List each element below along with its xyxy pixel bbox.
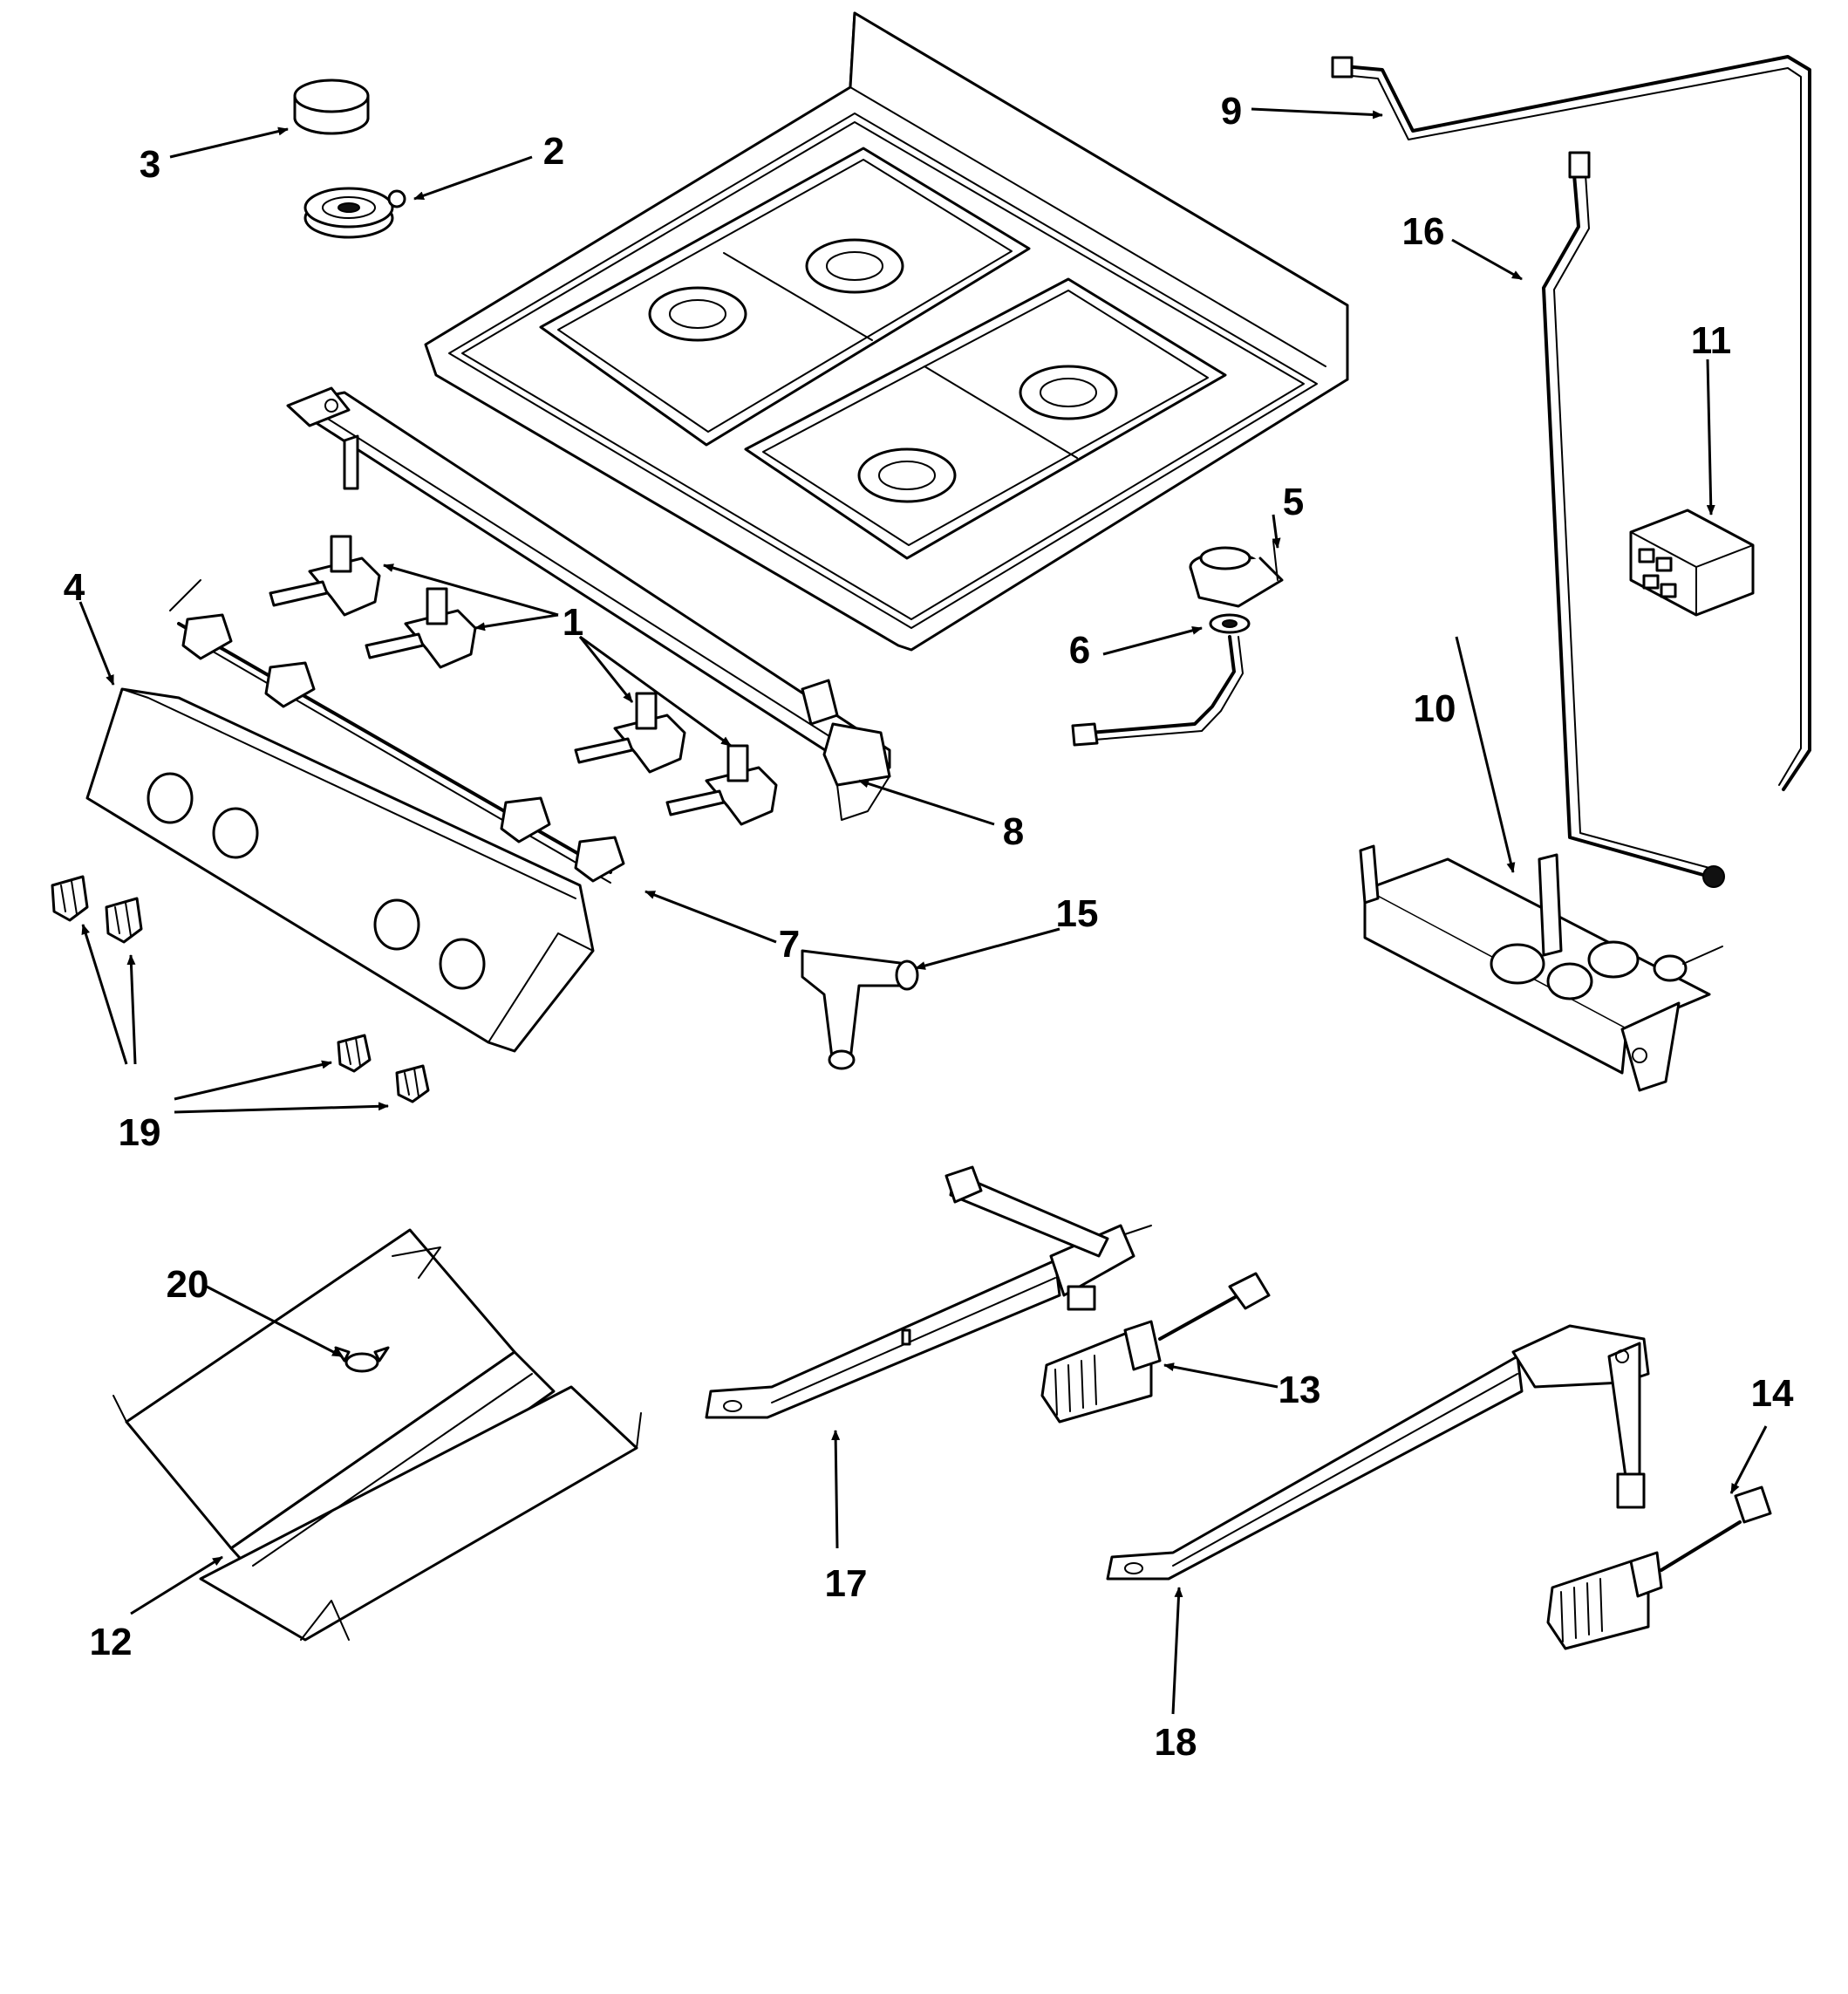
cooktop-main-top xyxy=(424,11,1349,652)
callout-5: 5 xyxy=(1283,481,1304,523)
callout-12: 12 xyxy=(90,1621,133,1663)
callout-18: 18 xyxy=(1155,1721,1197,1764)
callout-14: 14 xyxy=(1751,1372,1794,1415)
orifice-tube xyxy=(1071,613,1251,747)
callout-16: 16 xyxy=(1402,210,1445,253)
oven-valve-assembly xyxy=(1359,844,1723,1092)
valve-4 xyxy=(665,744,778,826)
callout-19: 19 xyxy=(119,1111,161,1154)
burner-rear-right xyxy=(1019,365,1118,420)
callout-6: 6 xyxy=(1069,629,1090,672)
burner-tube-left xyxy=(705,1165,1152,1419)
gas-tube-side xyxy=(1542,151,1725,888)
control-panel xyxy=(85,687,595,1053)
leader-lines xyxy=(78,107,1768,1715)
burner-front-right xyxy=(857,447,957,503)
callout-20: 20 xyxy=(167,1263,209,1306)
pressure-regulator xyxy=(1189,540,1284,608)
knob-3 xyxy=(337,1034,372,1073)
callout-numbers: 3 2 1 4 5 6 7 8 9 10 11 12 13 14 15 16 1… xyxy=(64,90,1794,1764)
igniter-left xyxy=(1040,1272,1271,1424)
callout-4: 4 xyxy=(64,566,85,609)
manifold-rail xyxy=(286,386,891,821)
callout-11: 11 xyxy=(1691,319,1732,362)
callout-3: 3 xyxy=(140,143,160,186)
heat-shield xyxy=(113,1228,642,1642)
burner-cap xyxy=(293,79,370,135)
igniter-switch-harness xyxy=(169,579,625,884)
callout-1: 1 xyxy=(563,601,583,644)
callout-2: 2 xyxy=(543,130,564,173)
igniter-right xyxy=(1546,1485,1772,1650)
knob-1 xyxy=(51,875,89,922)
callout-10: 10 xyxy=(1414,687,1456,730)
burner-head xyxy=(303,187,406,239)
valve-2 xyxy=(365,587,477,669)
callout-15: 15 xyxy=(1056,892,1099,935)
spark-module xyxy=(1629,509,1755,617)
burner-front-left xyxy=(648,286,747,342)
callout-8: 8 xyxy=(1003,810,1024,853)
callout-7: 7 xyxy=(779,923,800,966)
callout-9: 9 xyxy=(1221,90,1242,133)
burner-tube-right xyxy=(1106,1324,1650,1581)
callout-13: 13 xyxy=(1279,1369,1321,1411)
knob-2 xyxy=(105,897,143,944)
gas-tube-top xyxy=(1331,55,1811,791)
valve-3 xyxy=(574,692,686,774)
knob-4 xyxy=(395,1064,430,1103)
orifice-spud xyxy=(801,949,919,1070)
callout-17: 17 xyxy=(825,1562,868,1605)
burner-rear-left xyxy=(805,238,904,294)
valve-1 xyxy=(269,535,381,617)
